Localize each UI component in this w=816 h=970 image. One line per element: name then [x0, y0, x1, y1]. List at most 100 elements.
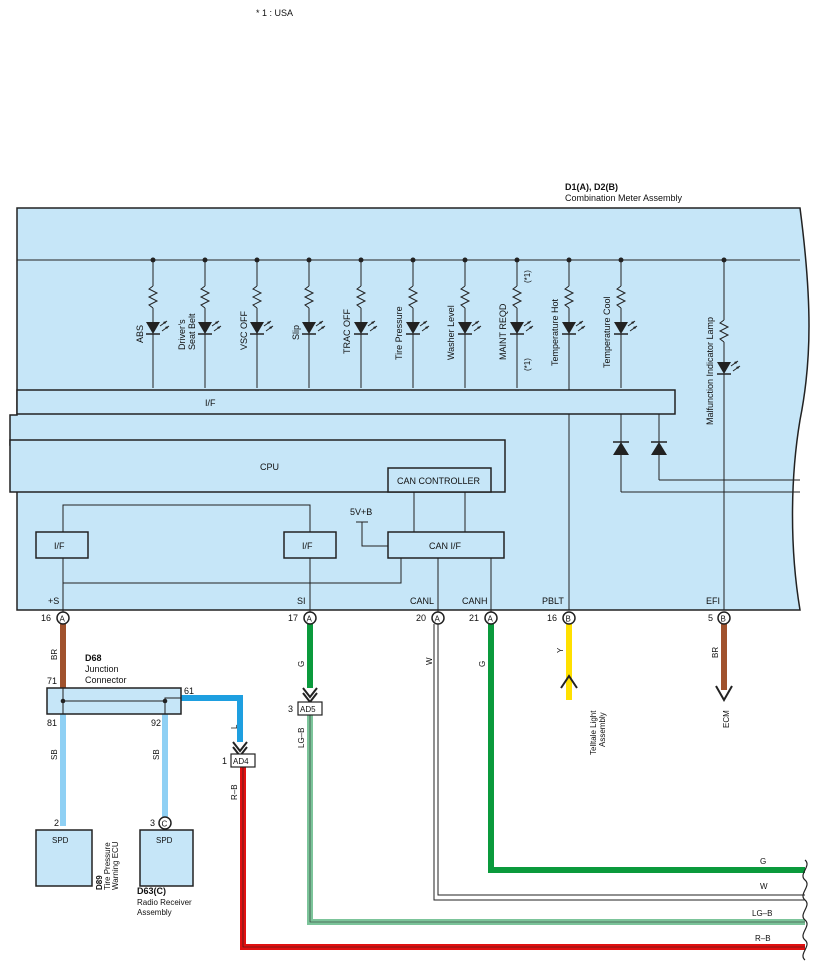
svg-text:L: L: [230, 724, 239, 729]
svg-text:D68: D68: [85, 653, 102, 663]
svg-text:C: C: [162, 820, 168, 829]
svg-text:Connector: Connector: [85, 675, 127, 685]
pin-labels: +S SI CANL CANH PBLT EFI: [48, 596, 720, 606]
if-left-label: I/F: [54, 541, 65, 551]
indicator-group: ABS Driver’s Seat Belt VSC OFF: [135, 257, 741, 610]
supply-label: 5V+B: [350, 507, 372, 517]
if-main-label: I/F: [205, 398, 216, 408]
svg-text:Warning ECU: Warning ECU: [111, 841, 120, 890]
radio-receiver: C 3 SPD D63(C) Radio Receiver Assembly: [137, 816, 194, 917]
svg-text:R–B: R–B: [230, 784, 239, 800]
indicator-temperature-cool: Temperature Cool: [602, 257, 638, 388]
usa-note-bottom: (*1): [523, 358, 532, 371]
pin-num-pblt: 16: [547, 613, 557, 623]
if-main-block: [16, 389, 676, 415]
usa-note: * 1 : USA: [256, 8, 293, 18]
indicator-label-slip: Slip: [291, 325, 301, 340]
bus-label-g: G: [760, 857, 766, 866]
svg-text:71: 71: [47, 676, 57, 686]
can-controller-block: [387, 467, 492, 493]
svg-text:B: B: [721, 615, 726, 624]
indicator-tire-pressure: Tire Pressure: [394, 257, 430, 388]
svg-text:Assembly: Assembly: [137, 908, 172, 917]
indicator-label-maint-reqd: MAINT REQD: [498, 303, 508, 360]
indicator-trac-off: TRAC OFF: [342, 257, 378, 388]
indicator-label-malfunction-lamp: Malfunction Indicator Lamp: [705, 317, 715, 425]
indicator-label-seat-belt-1: Driver’s: [177, 319, 187, 350]
wire-lg-b: [307, 715, 805, 925]
svg-text:G: G: [478, 661, 487, 667]
pin-num-canl: 20: [416, 613, 426, 623]
pin-name-s: +S: [48, 596, 59, 606]
svg-text:3: 3: [150, 818, 155, 828]
svg-text:A: A: [307, 615, 313, 624]
bus-label-lg-b: LG–B: [752, 909, 772, 918]
svg-text:BR: BR: [50, 649, 59, 660]
can-if-block: [387, 531, 505, 559]
svg-text:1: 1: [222, 756, 227, 766]
svg-text:W: W: [425, 657, 434, 665]
can-controller-label: CAN CONTROLLER: [397, 476, 481, 486]
pin-num-efi: 5: [708, 613, 713, 623]
svg-text:92: 92: [151, 718, 161, 728]
svg-text:AD5: AD5: [300, 705, 316, 714]
junction-connector: D68 Junction Connector 71 61 81 92: [46, 653, 194, 728]
svg-text:A: A: [60, 615, 66, 624]
indicator-label-trac-off: TRAC OFF: [342, 309, 352, 354]
break-mark: [802, 859, 808, 961]
cpu-label: CPU: [260, 462, 279, 472]
usa-note-top: (*1): [523, 270, 532, 283]
indicator-abs: ABS: [135, 257, 170, 388]
wire-color-labels: BR G W G Y BR L SB SB LG–B R–B: [50, 647, 720, 800]
assembly-code: D1(A), D2(B): [565, 182, 618, 192]
if-mid-block: [283, 531, 337, 559]
pin-name-efi: EFI: [706, 596, 720, 606]
svg-text:A: A: [435, 615, 441, 624]
connector-ad5: AD5 3: [288, 701, 323, 716]
wire-w: [437, 624, 805, 896]
bus-label-r-b: R–B: [755, 934, 771, 943]
indicator-vsc-off: VSC OFF: [239, 257, 274, 388]
svg-text:SPD: SPD: [52, 836, 69, 845]
indicator-label-vsc-off: VSC OFF: [239, 310, 249, 350]
svg-text:SB: SB: [152, 749, 161, 760]
svg-text:81: 81: [47, 718, 57, 728]
indicator-seat-belt: Driver’s Seat Belt: [177, 257, 222, 388]
indicator-label-abs: ABS: [135, 325, 145, 343]
can-if-label: CAN I/F: [429, 541, 462, 551]
indicator-label-temperature-hot: Temperature Hot: [550, 298, 560, 366]
tire-pressure-ecu: 2 SPD D89 Tire Pressure Warning ECU: [35, 818, 120, 890]
pin-name-canh: CANH: [462, 596, 488, 606]
wire-g-2: [488, 624, 805, 873]
if-mid-label: I/F: [302, 541, 313, 551]
svg-text:Junction: Junction: [85, 664, 119, 674]
indicator-temperature-hot: Temperature Hot: [550, 257, 586, 610]
wire-l: [181, 695, 243, 742]
if-left-block: [35, 531, 89, 559]
svg-text:G: G: [297, 661, 306, 667]
connector-ad4: AD4 1: [222, 753, 256, 768]
pin-name-canl: CANL: [410, 596, 434, 606]
svg-text:61: 61: [184, 686, 194, 696]
svg-text:BR: BR: [711, 647, 720, 658]
pin-num-s: 16: [41, 613, 51, 623]
pin-num-canh: 21: [469, 613, 479, 623]
svg-text:3: 3: [288, 704, 293, 714]
pin-name-pblt: PBLT: [542, 596, 564, 606]
svg-text:AD4: AD4: [233, 757, 249, 766]
pin-circles: A 16 A 17 A 20 A 21 B 16 B 5: [41, 611, 731, 625]
telltale-label-1: Telltale Light: [589, 710, 598, 755]
pin-name-si: SI: [297, 596, 306, 606]
indicator-washer-level: Washer Level: [446, 257, 482, 388]
svg-text:Tire Pressure: Tire Pressure: [103, 842, 112, 890]
wires: [60, 624, 805, 950]
svg-text:B: B: [566, 615, 571, 624]
svg-text:SPD: SPD: [156, 836, 173, 845]
svg-text:Radio Receiver: Radio Receiver: [137, 898, 192, 907]
svg-text:LG–B: LG–B: [297, 728, 306, 748]
ecm-label: ECM: [722, 710, 731, 728]
indicator-malfunction-lamp: Malfunction Indicator Lamp: [705, 257, 741, 610]
assembly-name: Combination Meter Assembly: [565, 193, 683, 203]
